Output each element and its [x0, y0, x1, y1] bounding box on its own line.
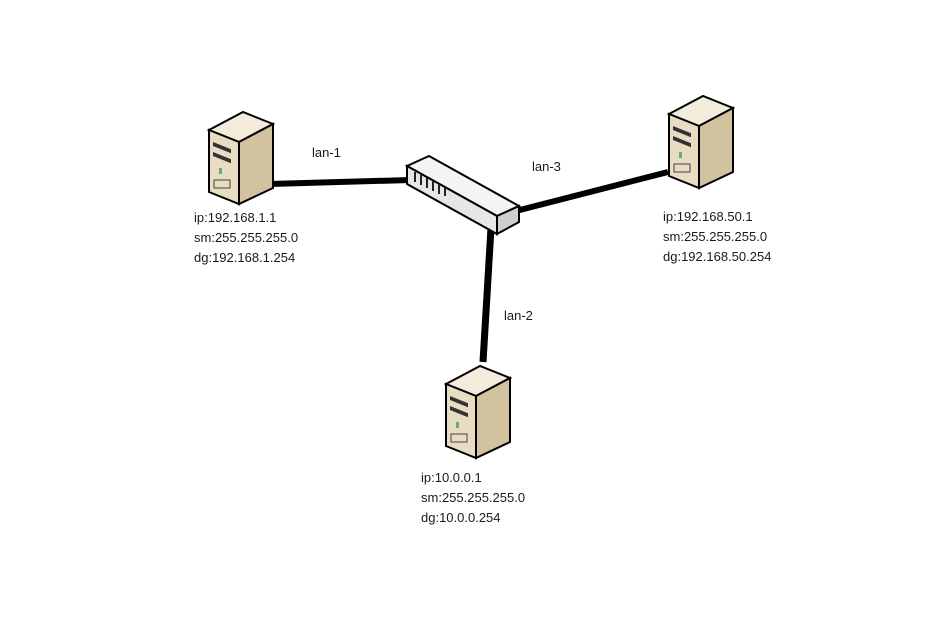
host-bottom-info: ip:10.0.0.1 sm:255.255.255.0 dg:10.0.0.2…: [421, 468, 525, 528]
default-gateway: dg:10.0.0.254: [421, 510, 501, 525]
cable-lan-2: [479, 227, 495, 363]
server-left-icon[interactable]: [203, 108, 275, 208]
cable-lan-3: [511, 169, 669, 215]
subnet-mask: sm:255.255.255.0: [421, 490, 526, 505]
link-label-lan-2: lan-2: [504, 308, 533, 323]
server-bottom-icon[interactable]: [440, 362, 512, 462]
cable-lan-1: [269, 177, 411, 187]
ip-address: ip:10.0.0.1: [421, 470, 482, 485]
ip-address: ip:192.168.1.1: [194, 210, 277, 225]
host-left-info: ip:192.168.1.1 sm:255.255.255.0 dg:192.1…: [194, 208, 298, 268]
ip-address: ip:192.168.50.1: [663, 209, 753, 224]
subnet-mask: sm:255.255.255.0: [194, 230, 299, 245]
link-label-lan-3: lan-3: [532, 159, 561, 174]
subnet-mask: sm:255.255.255.0: [663, 229, 768, 244]
default-gateway: dg:192.168.50.254: [663, 249, 772, 264]
network-switch-icon[interactable]: [403, 152, 523, 236]
default-gateway: dg:192.168.1.254: [194, 250, 296, 265]
host-right-info: ip:192.168.50.1 sm:255.255.255.0 dg:192.…: [663, 207, 771, 267]
link-label-lan-1: lan-1: [312, 145, 341, 160]
server-right-icon[interactable]: [663, 92, 735, 192]
